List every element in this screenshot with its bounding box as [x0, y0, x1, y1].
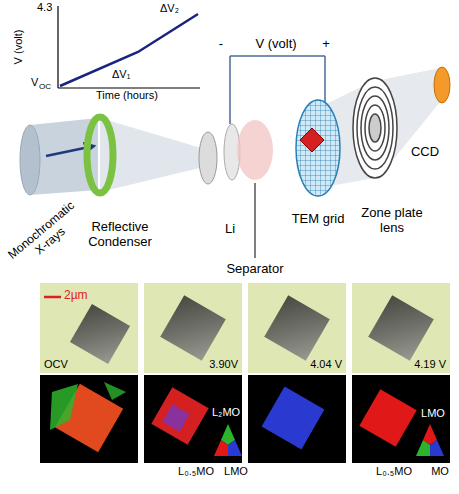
color-key: [228, 440, 242, 456]
image-panel: OCV: [40, 283, 138, 373]
wire: [230, 55, 325, 57]
color-key: [416, 440, 430, 456]
transmission-images: [40, 283, 450, 373]
wire: [324, 56, 326, 102]
phase-map: [262, 387, 325, 450]
phase-label: LMO: [421, 407, 445, 420]
axis-subscript: OC: [39, 82, 51, 91]
terminal-sign: -: [219, 37, 223, 52]
panel-label: OCV: [44, 358, 68, 371]
part-name: TEM grid: [292, 212, 345, 227]
image-ground: [248, 283, 346, 373]
phase-label: L₂MO: [212, 406, 240, 419]
axis-symbol: V: [31, 76, 38, 89]
image-ground: [352, 283, 450, 373]
color-key: [430, 440, 444, 456]
image-panel: 4.19 V: [352, 283, 450, 373]
crystal: [300, 128, 324, 152]
separator: [237, 120, 273, 180]
phase-map: [151, 387, 208, 444]
tem-grid: [296, 100, 340, 196]
axis-title: Time (hours): [96, 89, 158, 102]
crystal-image: [70, 304, 130, 364]
segment-label: ΔV₂: [160, 2, 179, 15]
color-key: [214, 440, 228, 456]
part-name: Reflective Condenser: [75, 220, 165, 250]
zone-plate-ring: [361, 96, 389, 160]
optics: [353, 67, 450, 178]
voltage-inset-chart: [58, 6, 200, 88]
map-ground: [40, 375, 138, 463]
panel-label: 3.90V: [209, 358, 238, 371]
leader-line: [255, 183, 256, 258]
phase-region: [50, 384, 78, 430]
crystal-image: [264, 295, 330, 361]
phase-label: L₀.₅MO: [178, 465, 214, 478]
part-name: Zone plate lens: [356, 206, 428, 236]
scale-label: 2µm: [64, 289, 88, 303]
panel-label: 4.19 V: [414, 358, 446, 371]
panel-label: 4.04 V: [310, 358, 342, 371]
pinhole-disk: [199, 132, 217, 184]
zone-plate-ring: [353, 78, 397, 178]
cell-stack: [199, 80, 375, 196]
zone-plate-ring: [369, 114, 381, 142]
ccd-detector: [434, 67, 450, 103]
xray-beam: [20, 117, 208, 195]
scale-bar: [44, 296, 61, 299]
beam-end: [20, 125, 40, 195]
phase-region: [162, 404, 189, 431]
part-name: CCD: [411, 145, 439, 160]
image-ground: [40, 283, 138, 373]
crystal-image: [368, 295, 434, 361]
beam-label: Monochromatic X-rays: [1, 195, 92, 277]
terminal-sign: +: [322, 37, 330, 52]
zone-plate-ring: [365, 105, 385, 151]
zone-plate-ring: [357, 87, 393, 169]
axis-tick: 4.3: [37, 1, 52, 14]
image-panel: 4.04 V: [248, 283, 346, 373]
axis-title: V (volt): [12, 30, 25, 65]
part-name: Li: [225, 222, 235, 237]
phase-map: [359, 389, 416, 446]
wire: [229, 56, 231, 124]
phase-label: MO: [431, 465, 449, 478]
phase-region: [104, 382, 126, 400]
reflective-condenser: [87, 117, 113, 193]
crystal-image: [160, 295, 226, 361]
part-name: Separator: [226, 262, 283, 277]
voltage-curve: [60, 14, 198, 86]
map-ground: [248, 375, 346, 463]
image-ground: [144, 283, 242, 373]
y-axis: [57, 6, 58, 88]
tem-grid-mesh: [296, 100, 340, 196]
map-ground: [144, 375, 242, 463]
map-ground: [352, 375, 450, 463]
phase-label: L₀.₅MO: [376, 465, 412, 478]
x-axis: [58, 87, 200, 88]
phase-label: LMO: [224, 465, 248, 478]
image-panel: 3.90V: [144, 283, 242, 373]
voltage-label: V (volt): [255, 37, 296, 52]
phase-maps: [40, 375, 450, 463]
segment-label: ΔV₁: [112, 68, 130, 81]
